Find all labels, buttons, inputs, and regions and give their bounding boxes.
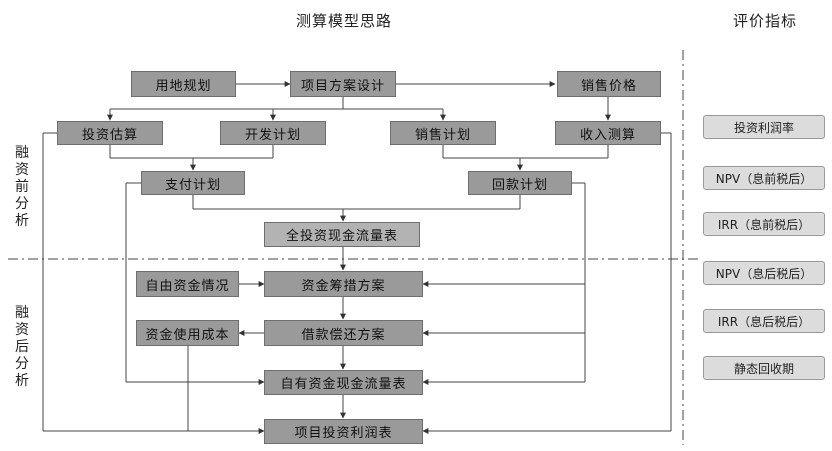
post-financing-label: 融资后分析 xyxy=(15,305,29,389)
node-land-plan: 用地规划 xyxy=(131,71,236,97)
metric-roi: 投资利润率 xyxy=(703,115,825,139)
metric-irr-pre-interest: IRR（息前税后） xyxy=(703,212,825,236)
pre-financing-label: 融资前分析 xyxy=(15,145,29,229)
node-payment-plan: 支付计划 xyxy=(141,171,245,195)
metrics-title: 评价指标 xyxy=(733,12,798,30)
node-development-plan: 开发计划 xyxy=(220,121,326,145)
node-repayment-plan: 借款偿还方案 xyxy=(264,320,423,346)
metric-npv-pre-interest: NPV（息前税后） xyxy=(703,166,825,190)
node-project-design: 项目方案设计 xyxy=(290,71,396,97)
metric-irr-post-interest: IRR（息后税后） xyxy=(703,309,825,333)
node-collection-plan: 回款计划 xyxy=(468,171,572,195)
metric-npv-post-interest: NPV（息后税后） xyxy=(703,261,825,285)
metric-static-payback: 静态回收期 xyxy=(703,356,825,380)
node-capital-cost: 资金使用成本 xyxy=(136,320,239,346)
node-investment-estimate: 投资估算 xyxy=(57,121,163,145)
node-total-cashflow: 全投资现金流量表 xyxy=(264,222,420,247)
diagram-title: 测算模型思路 xyxy=(296,12,393,30)
node-profit-table: 项目投资利润表 xyxy=(264,419,423,444)
node-sales-price: 销售价格 xyxy=(557,71,661,97)
node-sales-plan: 销售计划 xyxy=(390,121,496,145)
node-own-cashflow: 自有资金现金流量表 xyxy=(264,370,423,395)
node-financing-plan: 资金筹措方案 xyxy=(264,271,423,297)
node-income-calc: 收入测算 xyxy=(555,121,661,145)
node-own-funds: 自由资金情况 xyxy=(136,271,239,297)
